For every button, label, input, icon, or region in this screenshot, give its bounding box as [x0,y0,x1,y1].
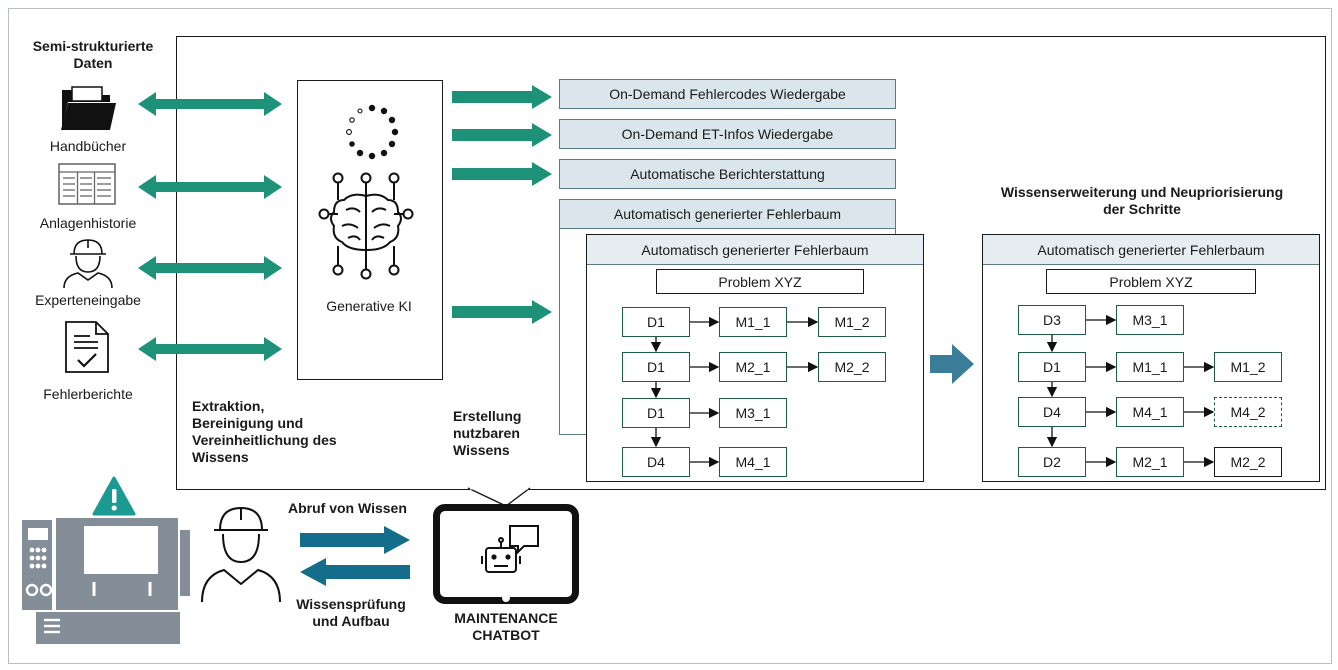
source-label-experteneingabe: Experteneingabe [35,292,141,308]
tree-right-node-r1-d: D1 [1018,352,1086,382]
fehlerbaum-title-left: Automatisch generierter Fehlerbaum [587,235,923,265]
tree-left-node-r1-m2: M2_2 [818,352,886,382]
label-retrieve: Abruf von Wissen [288,500,407,516]
output-berichterstattung: Automatische Berichterstattung [559,159,896,189]
double-arrow-experteneingabe [138,256,282,280]
caption-creation: Erstellung nutzbaren Wissens [453,408,522,458]
tablet-frame[interactable] [433,504,579,604]
chatbot-label: MAINTENANCE CHATBOT [454,610,558,643]
frame-border [8,8,1332,664]
source-label-handbuecher: Handbücher [49,138,127,154]
tree-left-node-r1-m1: M2_1 [719,352,787,382]
double-arrow-fehlerberichte [138,337,282,361]
sources-heading: Semi-strukturierte Daten [32,38,154,71]
arrow-verify-left [300,558,410,586]
arrow-to-fehlerbaum [452,300,552,324]
arrow-to-fehlercodes [452,85,552,109]
tree-left-node-r0-m1: M1_1 [719,307,787,337]
tree-left-node-r0-d: D1 [622,307,690,337]
tree-right-node-r2-m1: M4_1 [1116,397,1184,427]
tree-right-node-r3-m2: M2_2 [1214,447,1282,477]
stacked-fehlerbaum-title: Automatisch generierter Fehlerbaum [559,199,896,229]
technician-icon [201,506,281,603]
tree-right-node-r0-d: D3 [1018,305,1086,335]
arrow-to-et-infos [452,123,552,147]
output-et-infos: On-Demand ET-Infos Wiedergabe [559,119,896,149]
warning-icon [92,476,136,516]
tree-left-node-r3-m1: M4_1 [719,447,787,477]
problem-node-left: Problem XYZ [656,269,864,294]
tree-left-node-r3-d: D4 [622,447,690,477]
tree-right-node-r2-m2: M4_2 [1214,397,1282,427]
tree-right-node-r1-m2: M1_2 [1214,352,1282,382]
tree-right-node-r3-m1: M2_1 [1116,447,1184,477]
tree-left-node-r2-m1: M3_1 [719,398,787,428]
tree-right-node-r0-m1: M3_1 [1116,305,1184,335]
knowledge-expansion-heading: Wissenserweiterung und Neupriorisierung … [1000,184,1284,217]
problem-node-right: Problem XYZ [1046,269,1256,294]
big-arrow-right [930,344,974,384]
worker-icon [63,239,113,289]
arrow-to-berichterstattung [452,162,552,186]
brain-circuit-icon [318,172,414,280]
fehlerbaum-title-right: Automatisch generierter Fehlerbaum [983,235,1319,265]
loading-dots-icon [346,104,399,160]
table-icon [58,163,116,205]
tree-left-node-r1-d: D1 [622,352,690,382]
tree-right-node-r3-d: D2 [1018,447,1086,477]
generative-ai-label: Generative KI [326,298,412,314]
tree-right-node-r1-m1: M1_1 [1116,352,1184,382]
cnc-machine-icon [22,518,190,644]
double-arrow-anlagenhistorie [138,175,282,199]
tree-right-node-r2-d: D4 [1018,397,1086,427]
source-label-anlagenhistorie: Anlagenhistorie [39,215,137,231]
tree-left-node-r2-d: D1 [622,398,690,428]
robot-chat-icon [481,525,539,573]
double-arrow-handbuecher [138,92,282,116]
tree-left-node-r0-m2: M1_2 [818,307,886,337]
generative-ai-box [297,80,443,380]
tablet-home-button[interactable] [502,594,510,602]
folder-icon [61,86,116,130]
output-fehlercodes: On-Demand Fehlercodes Wiedergabe [559,79,896,109]
caption-extraction: Extraktion, Bereinigung und Vereinheitli… [192,398,337,465]
arrow-retrieve-right [300,526,410,554]
report-icon [65,321,109,373]
label-verify: Wissensprüfung und Aufbau [296,596,406,629]
source-label-fehlerberichte: Fehlerberichte [43,386,133,402]
